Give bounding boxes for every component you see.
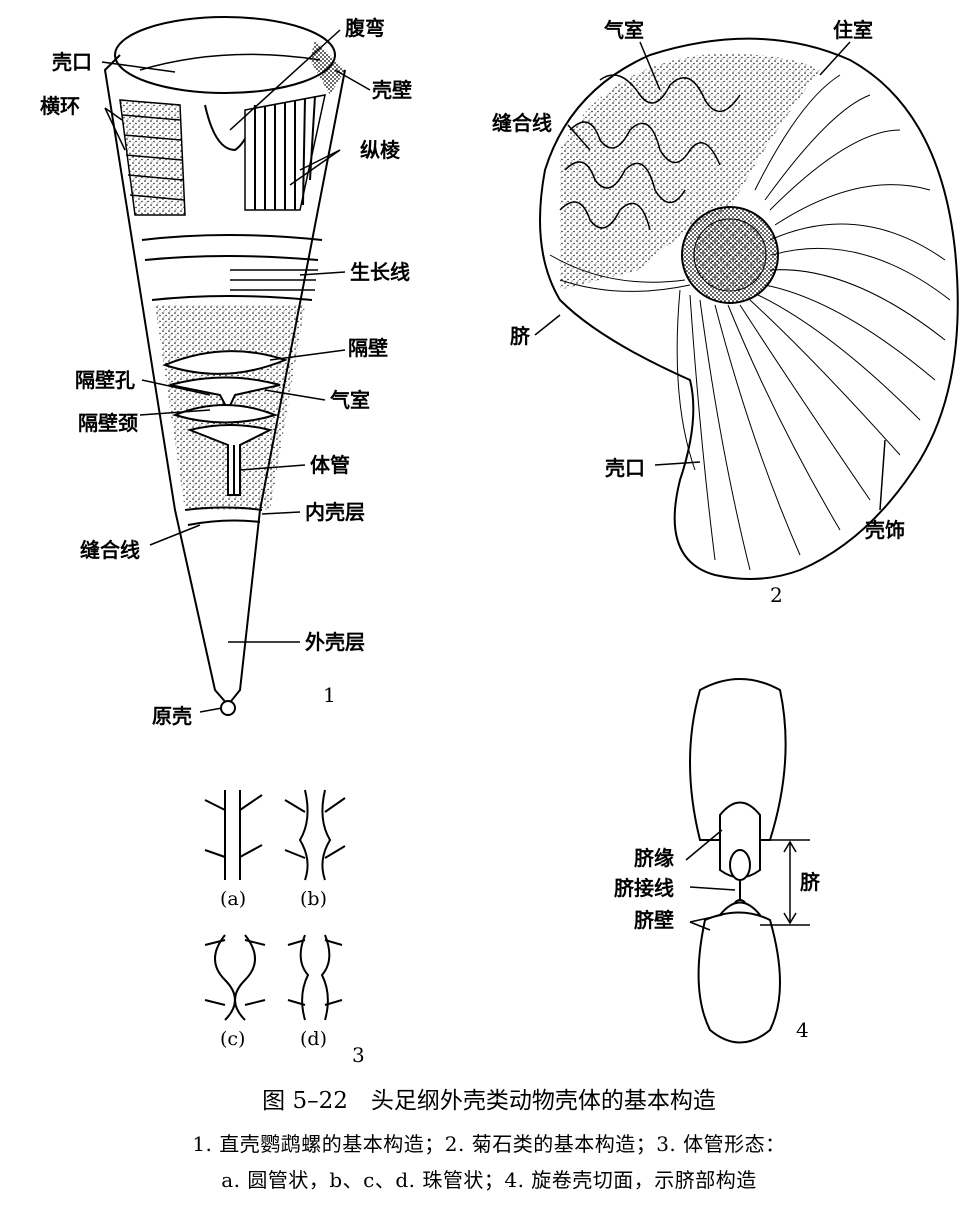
label-ornament: 壳饰: [865, 518, 905, 542]
figure-number-2: 2: [770, 583, 783, 607]
figure-number-3: 3: [352, 1043, 365, 1067]
label-siphuncle-b: (b): [300, 888, 327, 910]
label-body-chamber: 住室: [833, 18, 873, 42]
orthocone-leader-lines: [101, 29, 371, 713]
label-aperture-2: 壳口: [605, 456, 645, 480]
label-umbilicus-4: 脐: [800, 870, 820, 894]
label-inner-shell-layer: 内壳层: [305, 500, 365, 524]
label-umbilical-margin: 脐缘: [634, 846, 674, 870]
orthocone-shell-diagram: [103, 16, 346, 716]
figure-caption-line-2: a. 圆管状，b、c、d. 珠管状；4. 旋卷壳切面，示脐部构造: [221, 1168, 757, 1192]
label-ventral-sinus: 腹弯: [345, 16, 385, 40]
label-septal-neck: 隔壁颈: [78, 411, 138, 435]
label-shell-aperture: 壳口: [52, 50, 92, 74]
umbilicus-leader-lines: [685, 829, 736, 931]
umbilicus-section-diagram: [689, 678, 810, 1044]
label-suture-1: 缝合线: [80, 538, 140, 562]
label-umbilicus-2: 脐: [510, 324, 530, 348]
label-suture-2: 缝合线: [492, 111, 552, 135]
label-siphuncle-a: (a): [220, 888, 247, 910]
siphuncle-forms-diagram: [204, 789, 346, 1021]
ammonoid-leader-lines: [534, 41, 886, 511]
label-longitudinal-ribs: 纵棱: [360, 138, 400, 162]
label-outer-shell-layer: 外壳层: [305, 630, 365, 654]
figure-caption-line-1: 1. 直壳鹦鹉螺的基本构造；2. 菊石类的基本构造；3. 体管形态：: [192, 1132, 786, 1156]
label-chamber-2: 气室: [604, 18, 644, 42]
label-umbilical-seam: 脐接线: [614, 876, 674, 900]
label-septum: 隔壁: [348, 336, 388, 360]
label-siphuncle-c: (c): [220, 1028, 246, 1050]
label-chamber: 气室: [330, 388, 370, 412]
label-siphuncle-d: (d): [300, 1028, 327, 1050]
label-shell-wall: 壳壁: [372, 78, 412, 102]
label-umbilical-wall: 脐壁: [634, 908, 674, 932]
figure-caption-title: 图 5–22 头足纲外壳类动物壳体的基本构造: [262, 1088, 716, 1114]
label-growth-lines: 生长线: [350, 260, 410, 284]
figure-number-4: 4: [796, 1018, 809, 1042]
label-siphuncle: 体管: [310, 453, 350, 477]
ammonoid-shell-diagram: [539, 37, 959, 580]
figure-number-1: 1: [323, 683, 336, 707]
label-transverse-ring: 横环: [40, 94, 80, 118]
label-protoconch: 原壳: [152, 704, 192, 728]
label-septal-foramen: 隔壁孔: [75, 368, 135, 392]
